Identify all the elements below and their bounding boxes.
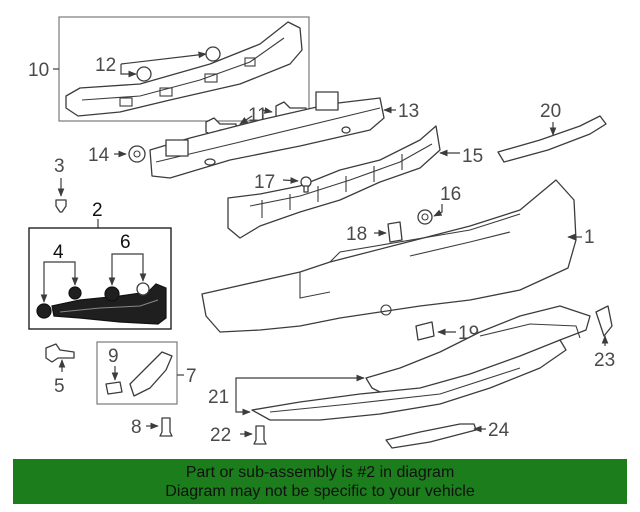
part-17-bolt: 17 (254, 172, 312, 193)
callout-20[interactable]: 20 (540, 101, 561, 122)
callout-10[interactable]: 10 (28, 60, 49, 81)
part-16-grommet: 16 (417, 184, 461, 225)
part-6-plug-b (136, 282, 150, 296)
callout-13[interactable]: 13 (398, 101, 419, 122)
callout-16[interactable]: 16 (440, 184, 461, 205)
part-24-molding: 24 (385, 420, 510, 449)
part-7-group: 7 9 (96, 341, 197, 405)
part-12-grommet-b (205, 46, 221, 62)
part-18-bracket: 18 (346, 221, 403, 245)
callout-5[interactable]: 5 (54, 376, 65, 397)
callout-12[interactable]: 12 (95, 55, 116, 76)
callout-4[interactable]: 4 (53, 242, 64, 263)
part-13-impact-bar: 13 (149, 91, 419, 179)
callout-7[interactable]: 7 (186, 366, 197, 387)
part-7-box (96, 341, 178, 405)
part-5-bolt: 5 (45, 343, 75, 397)
part-1-bumper-cover: 1 (201, 179, 595, 333)
callout-24[interactable]: 24 (488, 420, 510, 441)
callout-21[interactable]: 21 (208, 387, 229, 408)
part-9-pad (105, 381, 123, 395)
part-2-box (28, 227, 172, 330)
callout-6[interactable]: 6 (120, 232, 131, 253)
callout-23[interactable]: 23 (594, 350, 615, 371)
notice-banner: Part or sub-assembly is #2 in diagram Di… (13, 459, 627, 504)
callout-2[interactable]: 2 (92, 200, 103, 221)
callout-22[interactable]: 22 (210, 425, 231, 446)
part-20-trim: 20 (497, 101, 607, 163)
part-7-bracket (129, 351, 173, 397)
callout-18[interactable]: 18 (346, 224, 367, 245)
part-10-group: 10 12 (28, 16, 310, 122)
part-10-bracket (65, 21, 303, 117)
part-3-clip: 3 (54, 156, 67, 213)
notice-line-1: Part or sub-assembly is #2 in diagram (185, 464, 455, 481)
part-15-absorber: 15 (227, 125, 483, 239)
part-12-grommet-a (136, 66, 152, 82)
callout-3[interactable]: 3 (54, 156, 65, 177)
part-14-nut: 14 (88, 145, 146, 166)
callout-15[interactable]: 15 (462, 146, 483, 167)
callout-8[interactable]: 8 (131, 417, 142, 438)
callout-14[interactable]: 14 (88, 145, 110, 166)
part-6-plug-a (104, 286, 120, 302)
part-21-lower-valance: 21 (208, 305, 591, 421)
notice-line-2: Diagram may not be specific to your vehi… (165, 483, 475, 500)
part-23-bracket: 23 (594, 305, 615, 371)
callout-9[interactable]: 9 (108, 346, 119, 367)
part-8-screw: 8 (131, 417, 173, 438)
callout-1[interactable]: 1 (584, 227, 595, 248)
part-2-group: 2 4 6 (28, 200, 172, 330)
part-4-fastener-b (68, 286, 82, 300)
part-4-fastener-a (36, 303, 52, 319)
callout-17[interactable]: 17 (254, 172, 275, 193)
part-22-screw: 22 (210, 425, 267, 446)
